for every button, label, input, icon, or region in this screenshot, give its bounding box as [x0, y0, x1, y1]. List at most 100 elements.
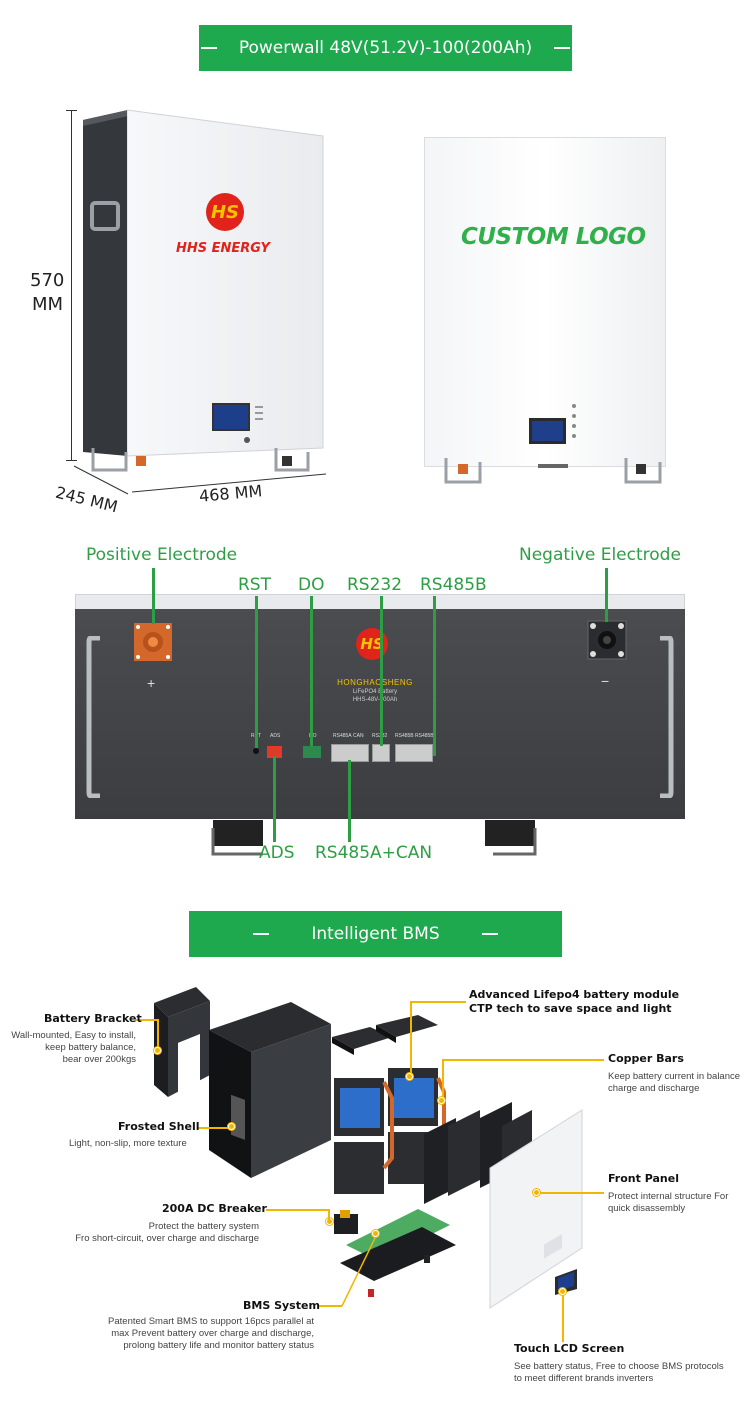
lcd-display: [529, 418, 566, 444]
touch-lcd-desc: See battery status, Free to choose BMS p…: [514, 1361, 746, 1385]
custom-logo-text: CUSTOM LOGO: [461, 224, 646, 250]
shell-leader: [197, 1127, 229, 1129]
frosted-shell-icon: [209, 1002, 331, 1178]
top-cover-plates-icon: [332, 1015, 438, 1055]
rs485a-can-callout-label: RS485A+CAN: [315, 843, 433, 863]
dc-breaker-title: 200A DC Breaker: [162, 1202, 267, 1215]
bracket-leader: [136, 1019, 158, 1021]
rst-callout-leader: [255, 596, 258, 748]
negative-electrode-leader: [605, 568, 608, 622]
rst-button[interactable]: [253, 748, 259, 754]
breaker-leader: [266, 1209, 328, 1211]
ads-dip-switch[interactable]: [267, 746, 282, 758]
module-dot: [406, 1073, 413, 1080]
panel-brand-name: HONGHAOSHENG: [337, 678, 413, 687]
do-terminal[interactable]: [303, 746, 321, 758]
rs485a-can-callout-leader: [348, 760, 351, 842]
height-dimension-value: 570: [30, 270, 65, 291]
copper-bars-desc-1: Keep battery current in balance: [608, 1071, 741, 1082]
front-panel-desc: Protect internal structure For quick dis…: [608, 1191, 748, 1215]
battery-bracket-desc-3: bear over 200kgs: [62, 1054, 136, 1065]
bms-system-desc-1: Patented Smart BMS to support 16pcs para…: [108, 1316, 314, 1327]
front-panel-dot: [533, 1189, 540, 1196]
battery-side-panel: [83, 110, 128, 456]
shell-dot: [228, 1123, 235, 1130]
negative-terminal-icon: [587, 620, 627, 660]
copper-dot: [438, 1097, 445, 1104]
banner-dash-left: [200, 47, 217, 49]
battery-front-panel-custom: [424, 137, 666, 467]
title-banner: Powerwall 48V(51.2V)-100(200Ah): [199, 25, 572, 71]
bms-banner: Intelligent BMS: [189, 911, 562, 957]
port-label-can: CAN: [353, 733, 364, 739]
battery-bracket-desc: Wall-mounted, Easy to install, keep batt…: [4, 1030, 136, 1066]
height-dimension-cap-top: [66, 110, 77, 111]
bms-leader: [318, 1305, 342, 1307]
depth-dimension-line: [73, 465, 129, 495]
minus-symbol: −: [601, 673, 610, 689]
panel-feet: [211, 820, 537, 856]
port-label-rs485b-1: RS485B: [395, 733, 414, 739]
rst-callout-label: RST: [238, 575, 271, 595]
right-handle-icon: [660, 636, 674, 798]
front-panel-leader: [538, 1192, 604, 1194]
front-panel-icon: [489, 1109, 583, 1309]
negative-electrode-label: Negative Electrode: [519, 545, 681, 565]
breaker-dot: [326, 1218, 333, 1225]
breaker-leader-v: [328, 1209, 330, 1221]
status-indicators: [572, 404, 576, 438]
module-title-1: Advanced Lifepo4 battery module: [469, 988, 680, 1001]
bms-dot: [372, 1230, 379, 1237]
copper-leader: [442, 1059, 604, 1061]
module-title-2: CTP tech to save space and light: [469, 1002, 672, 1015]
do-callout-leader: [310, 596, 313, 746]
dc-breaker-icon: [334, 1210, 358, 1234]
height-dimension-line: [71, 110, 72, 460]
bms-banner-dash-left: [253, 933, 270, 935]
port-label-ads: ADS: [270, 733, 281, 739]
bms-leader-diag: [341, 1235, 377, 1307]
battery-bracket-desc-2: keep battery balance,: [45, 1042, 136, 1053]
frosted-shell-title: Frosted Shell: [118, 1120, 200, 1133]
plus-symbol: +: [147, 675, 156, 691]
dc-breaker-desc-2: Fro short-circuit, over charge and disch…: [75, 1233, 259, 1244]
panel-brand-sub2: HHS-48V-200Ah: [352, 697, 398, 703]
rs232-port[interactable]: [372, 744, 390, 762]
banner-title: Powerwall 48V(51.2V)-100(200Ah): [238, 38, 533, 58]
rs485b-ports[interactable]: [395, 744, 433, 762]
hhs-logo-icon: HS: [206, 193, 244, 231]
lcd-leader-v: [562, 1292, 564, 1342]
left-handle-icon: [86, 636, 100, 798]
copper-bars-desc-2: charge and discharge: [608, 1083, 700, 1094]
module-leader-h: [410, 1001, 466, 1003]
copper-leader-v: [442, 1059, 444, 1099]
battery-front-panel: [127, 109, 324, 457]
battery-bracket-desc-1: Wall-mounted, Easy to install,: [11, 1030, 136, 1041]
copper-bars-title: Copper Bars: [608, 1052, 684, 1065]
bms-system-desc-3: prolong battery life and monitor battery…: [123, 1340, 314, 1351]
width-dimension-line: [131, 473, 327, 493]
rs232-callout-leader: [380, 596, 383, 746]
positive-electrode-leader: [152, 568, 155, 624]
battery-bracket-title: Battery Bracket: [44, 1012, 142, 1025]
port-label-rs485b-2: RS485B: [415, 733, 434, 739]
black-screw-icon: [424, 1255, 430, 1263]
module-leader-v: [410, 1001, 412, 1073]
rs485b-callout-leader: [433, 596, 436, 756]
battery-feet: [91, 448, 310, 472]
ads-callout-label: ADS: [259, 843, 295, 863]
port-label-rs485a: RS485A: [333, 733, 352, 739]
bms-system-desc-2: max Prevent battery over charge and disc…: [111, 1328, 314, 1339]
positive-terminal-icon: [134, 623, 172, 661]
bms-banner-dash-right: [481, 933, 498, 935]
ads-callout-leader: [273, 756, 276, 842]
front-panel-title: Front Panel: [608, 1172, 679, 1185]
port-label-rs232: RS232: [372, 733, 387, 739]
panel-brand-sub1: LiFePO4 Battery: [352, 689, 398, 695]
hhs-logo-text: HS: [210, 201, 240, 223]
hhs-brand-name: HHS ENERGY: [176, 241, 270, 256]
width-dimension-label: 468 MM: [198, 481, 263, 506]
touch-lcd-icon: [555, 1269, 577, 1295]
bracket-leader-v: [157, 1019, 159, 1051]
red-screw-icon: [368, 1289, 374, 1297]
